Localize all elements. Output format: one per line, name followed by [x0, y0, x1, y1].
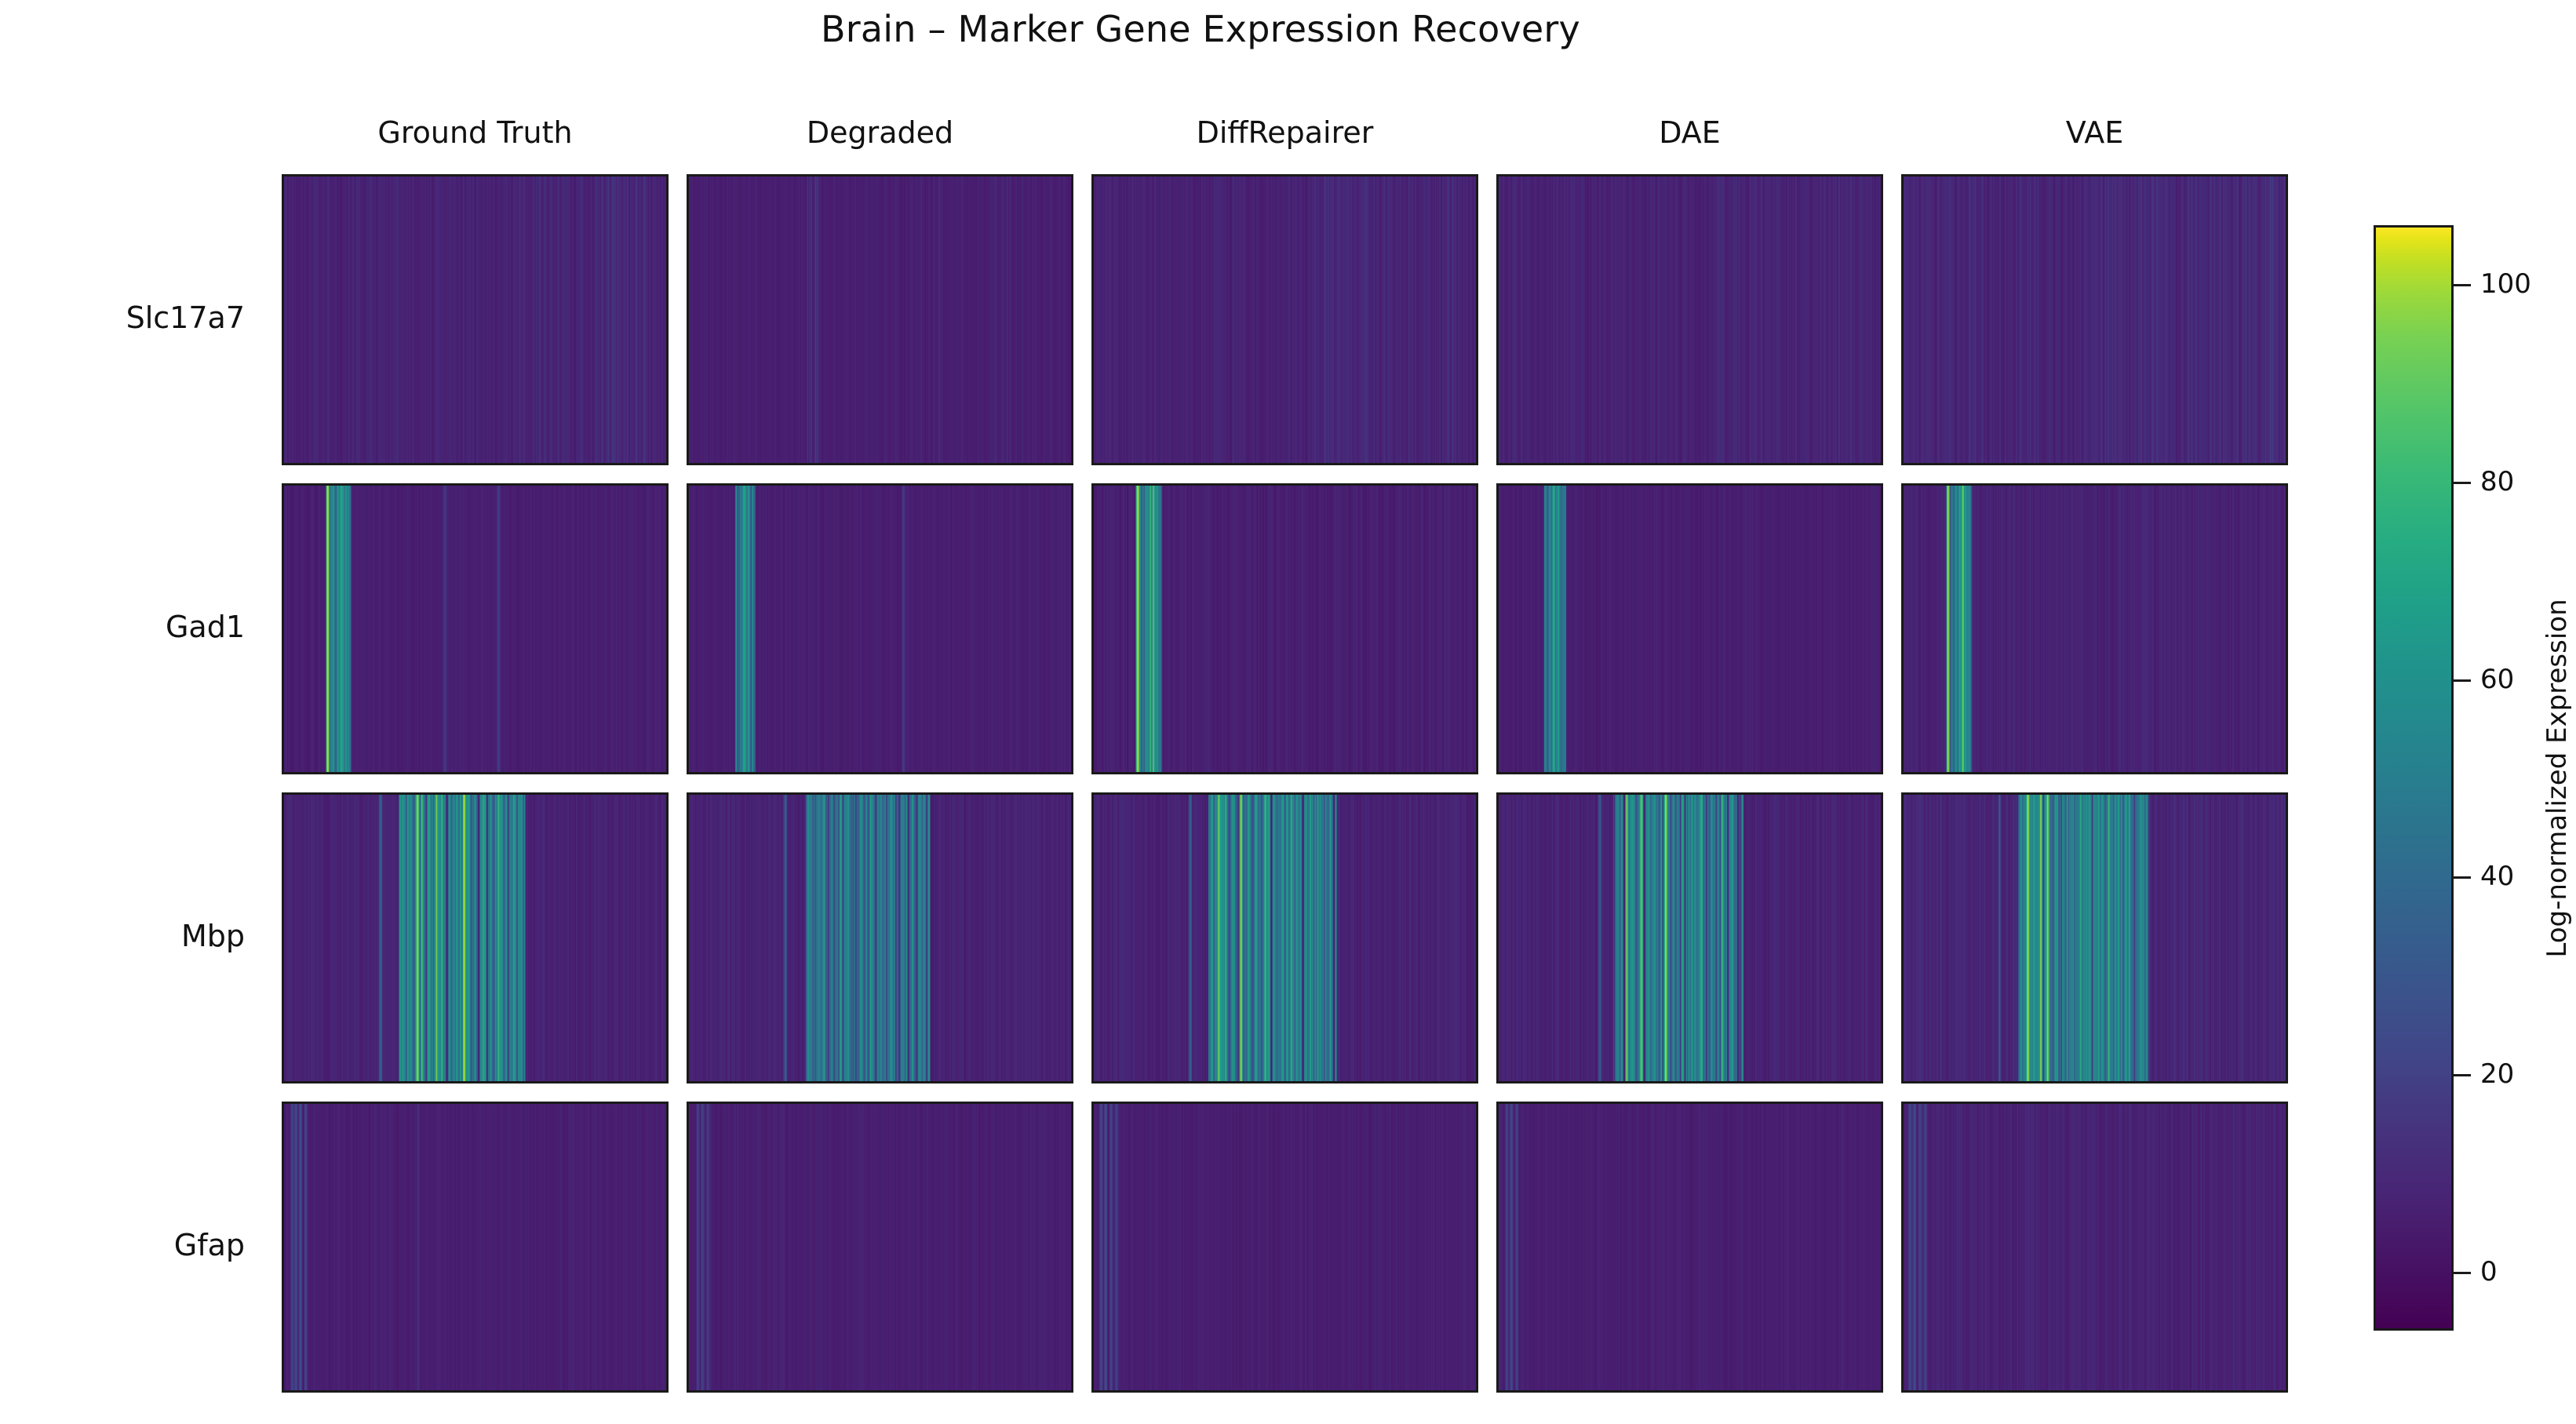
page-title: Brain – Marker Gene Expression Recovery: [821, 8, 1580, 50]
heatmap-panel-gfap-dae[interactable]: [1496, 1102, 1883, 1393]
heatmap-image: [689, 486, 1071, 772]
heatmap-panel-grid: Ground Truth Degraded DiffRepairer DAE VAE: [282, 115, 2288, 1393]
colorbar-tick-60: [2454, 679, 2471, 682]
heatmap-image: [1094, 177, 1476, 463]
heatmap-image: [689, 1104, 1071, 1390]
column-header-diffrepairer: DiffRepairer: [1196, 115, 1374, 150]
colorbar-tick-label-0: 0: [2480, 1255, 2498, 1287]
heatmap-panel-gad1-ground-truth[interactable]: [282, 483, 669, 774]
heatmap-image: [1499, 486, 1881, 772]
heatmap-panel-gfap-degraded[interactable]: [687, 1102, 1073, 1393]
heatmap-panel-mbp-dae[interactable]: [1496, 792, 1883, 1083]
heatmap-image: [1904, 486, 2286, 772]
colorbar-tick-0: [2454, 1271, 2471, 1274]
heatmap-image: [284, 177, 666, 463]
heatmap-panel-gfap-ground-truth[interactable]: [282, 1102, 669, 1393]
heatmap-panel-slc17a7-ground-truth[interactable]: [282, 174, 669, 465]
heatmap-image: [1499, 795, 1881, 1081]
heatmap-image: [1094, 1104, 1476, 1390]
row-label-mbp: Mbp: [180, 918, 245, 953]
heatmap-panel-slc17a7-vae[interactable]: [1901, 174, 2288, 465]
heatmap-image: [284, 1104, 666, 1390]
column-header-vae: VAE: [2065, 115, 2124, 150]
heatmap-panel-slc17a7-degraded[interactable]: [687, 174, 1073, 465]
heatmap-image: [1904, 795, 2286, 1081]
heatmap-image: [1904, 1104, 2286, 1390]
heatmap-panel-gad1-vae[interactable]: [1901, 483, 2288, 774]
colorbar-tick-label-100: 100: [2480, 268, 2531, 300]
colorbar-tick-label-20: 20: [2480, 1058, 2515, 1090]
heatmap-image: [1904, 177, 2286, 463]
colorbar-gradient[interactable]: [2374, 225, 2454, 1331]
row-label-gad1: Gad1: [165, 609, 245, 644]
heatmap-image: [1499, 177, 1881, 463]
heatmap-image: [1094, 486, 1476, 772]
heatmap-panel-mbp-degraded[interactable]: [687, 792, 1073, 1083]
heatmap-image: [689, 177, 1071, 463]
heatmap-image: [1094, 795, 1476, 1081]
heatmap-image: [284, 795, 666, 1081]
column-header-dae: DAE: [1659, 115, 1721, 150]
colorbar-tick-label-80: 80: [2480, 466, 2515, 498]
heatmap-image: [284, 486, 666, 772]
heatmap-panel-gad1-dae[interactable]: [1496, 483, 1883, 774]
heatmap-panel-gad1-diffrepairer[interactable]: [1091, 483, 1478, 774]
heatmap-panel-mbp-diffrepairer[interactable]: [1091, 792, 1478, 1083]
row-label-gfap: Gfap: [173, 1227, 245, 1262]
heatmap-image: [1499, 1104, 1881, 1390]
heatmap-panel-gfap-diffrepairer[interactable]: [1091, 1102, 1478, 1393]
colorbar-tick-40: [2454, 876, 2471, 880]
column-header-ground-truth: Ground Truth: [377, 115, 573, 150]
heatmap-panel-gad1-degraded[interactable]: [687, 483, 1073, 774]
colorbar-tick-100: [2454, 284, 2471, 287]
heatmap-panel-slc17a7-dae[interactable]: [1496, 174, 1883, 465]
colorbar-axis-label: Log-normalized Expression: [2541, 598, 2573, 958]
row-label-slc17a7: Slc17a7: [126, 300, 245, 335]
heatmap-panel-slc17a7-diffrepairer[interactable]: [1091, 174, 1478, 465]
colorbar-tick-80: [2454, 482, 2471, 485]
colorbar-tick-20: [2454, 1073, 2471, 1076]
heatmap-panel-mbp-ground-truth[interactable]: [282, 792, 669, 1083]
heatmap-panel-mbp-vae[interactable]: [1901, 792, 2288, 1083]
column-header-degraded: Degraded: [806, 115, 954, 150]
colorbar-tick-label-60: 60: [2480, 663, 2515, 695]
colorbar-tick-label-40: 40: [2480, 861, 2515, 893]
heatmap-image: [689, 795, 1071, 1081]
heatmap-panel-gfap-vae[interactable]: [1901, 1102, 2288, 1393]
colorbar: 0 20 40 60 80 100 Log-normalized Expression: [2374, 225, 2576, 1331]
